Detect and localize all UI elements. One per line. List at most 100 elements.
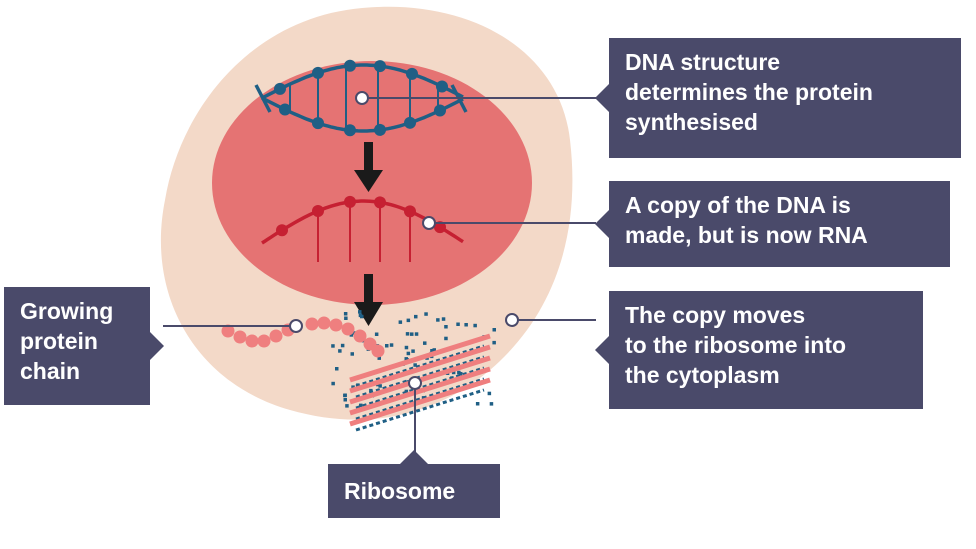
ribosome-nucleotides — [355, 344, 485, 388]
label-copy-moves: The copy moves to the ribosome into the … — [595, 291, 923, 409]
cytoplasm-nucleotide — [374, 332, 379, 336]
rna-nucleotide — [434, 221, 446, 234]
cytoplasm-nucleotide — [451, 370, 456, 375]
amino-acid — [233, 330, 247, 344]
cytoplasm-nucleotide — [414, 332, 419, 336]
label-ribosome: Ribosome — [328, 450, 500, 518]
dna-nucleotide — [404, 116, 416, 129]
cytoplasm-nucleotide — [351, 385, 355, 389]
cytoplasm-nucleotide — [406, 351, 411, 356]
ribosome-nucleotides — [355, 388, 485, 432]
cytoplasm-nucleotide — [358, 313, 363, 318]
amino-acid — [329, 318, 343, 332]
cytoplasm-nucleotide — [340, 343, 345, 348]
dna-nucleotide — [274, 82, 286, 95]
cytoplasm-nucleotide — [359, 403, 363, 408]
rna-nucleotide — [344, 195, 356, 208]
dna-nucleotide — [312, 117, 324, 130]
leader-lines — [163, 97, 596, 452]
marker-protein — [289, 319, 303, 333]
cytoplasm-nucleotide — [464, 323, 468, 327]
cytoplasm-nucleotide — [413, 363, 417, 367]
cytoplasm-nucleotide — [385, 344, 389, 348]
arrow-rna-to-ribosome — [354, 274, 383, 326]
dna-strand-end — [254, 84, 272, 113]
cytoplasm-nucleotide — [414, 314, 418, 319]
label-protein-chain: Growing protein chain — [4, 287, 164, 405]
cytoplasm-nucleotide — [344, 316, 348, 320]
ribosome-strand — [349, 377, 491, 427]
cytoplasm-nucleotide — [456, 322, 460, 326]
cytoplasm-nucleotide — [338, 349, 342, 353]
cytoplasm-nucleotide — [343, 312, 348, 316]
cytoplasm-nucleotide — [473, 323, 477, 328]
rna-nucleotide — [312, 204, 324, 217]
cytoplasm-nucleotide — [378, 384, 382, 388]
cytoplasm-nucleotide — [350, 352, 354, 356]
dna-nucleotide — [436, 80, 448, 93]
ribosome-strand — [349, 344, 491, 394]
cytoplasm-nucleotide — [432, 348, 436, 352]
cytoplasm-nucleotide — [406, 318, 411, 323]
ribosome-nucleotides — [355, 355, 485, 399]
dna-nucleotide — [344, 124, 356, 137]
dna-nucleotide — [374, 60, 386, 73]
cytoplasm-nucleotide — [369, 388, 373, 393]
cytoplasm-nucleotide — [343, 393, 347, 398]
rna-nucleotide — [276, 224, 288, 237]
cytoplasm-nucleotide — [492, 340, 496, 345]
label-rna-copy: A copy of the DNA is made, but is now RN… — [595, 181, 950, 267]
ribosome — [349, 333, 491, 432]
dna-strand-bottom — [261, 96, 464, 133]
rna-nucleotide — [374, 196, 386, 209]
amino-acid — [353, 329, 367, 343]
dna-nucleotide — [312, 66, 324, 79]
cytoplasm-nucleotide — [405, 332, 410, 336]
dna-nucleotide — [344, 59, 356, 72]
cytoplasm-nucleotide — [492, 328, 496, 332]
cytoplasm-nucleotide — [410, 332, 414, 336]
cytoplasm-nucleotide — [404, 357, 408, 361]
cytoplasm-nucleotide — [398, 320, 403, 324]
leader-markers — [289, 91, 519, 390]
ribosome-nucleotides — [355, 377, 485, 421]
amino-acid — [245, 334, 259, 348]
cytoplasm-nucleotide — [489, 402, 494, 406]
dna-strand-top — [261, 63, 464, 100]
dna-nucleotide — [434, 104, 446, 117]
ribosome-strand — [349, 366, 491, 416]
cytoplasm-nucleotide — [331, 381, 335, 386]
cytoplasm-nucleotide — [430, 349, 434, 353]
amino-acid — [317, 316, 331, 330]
cytoplasm-nucleotide — [343, 398, 347, 402]
cytoplasm-nucleotide — [444, 325, 448, 329]
dna-double-helix — [254, 59, 468, 137]
amino-acid — [371, 344, 385, 358]
amino-acid — [221, 324, 235, 338]
rna-nucleotide — [404, 205, 416, 218]
amino-acid — [305, 317, 319, 331]
marker-copy-moves — [505, 313, 519, 327]
label-dna-structure: DNA structure determines the protein syn… — [595, 38, 961, 158]
dna-nucleotide — [406, 67, 418, 80]
marker-ribosome — [408, 376, 422, 390]
cytoplasm-nucleotide — [335, 367, 339, 371]
arrow-dna-to-rna — [354, 142, 383, 192]
cytoplasm-nucleotide — [345, 404, 349, 408]
amino-acid — [269, 329, 283, 343]
cytoplasm-nucleotide — [457, 370, 461, 375]
cytoplasm-nucleotide — [424, 312, 428, 316]
cytoplasm-nucleotide — [487, 391, 492, 396]
cytoplasm-nucleotide — [459, 372, 463, 376]
cytoplasm-nucleotide — [441, 317, 446, 321]
marker-rna — [422, 216, 436, 230]
amino-acid — [257, 334, 271, 348]
dna-nucleotide — [374, 123, 386, 136]
marker-dna — [355, 91, 369, 105]
cytoplasm-nucleotide — [404, 345, 409, 350]
amino-acid — [341, 322, 355, 336]
cytoplasm-nucleotide — [411, 349, 415, 353]
dna-nucleotide — [279, 103, 291, 116]
